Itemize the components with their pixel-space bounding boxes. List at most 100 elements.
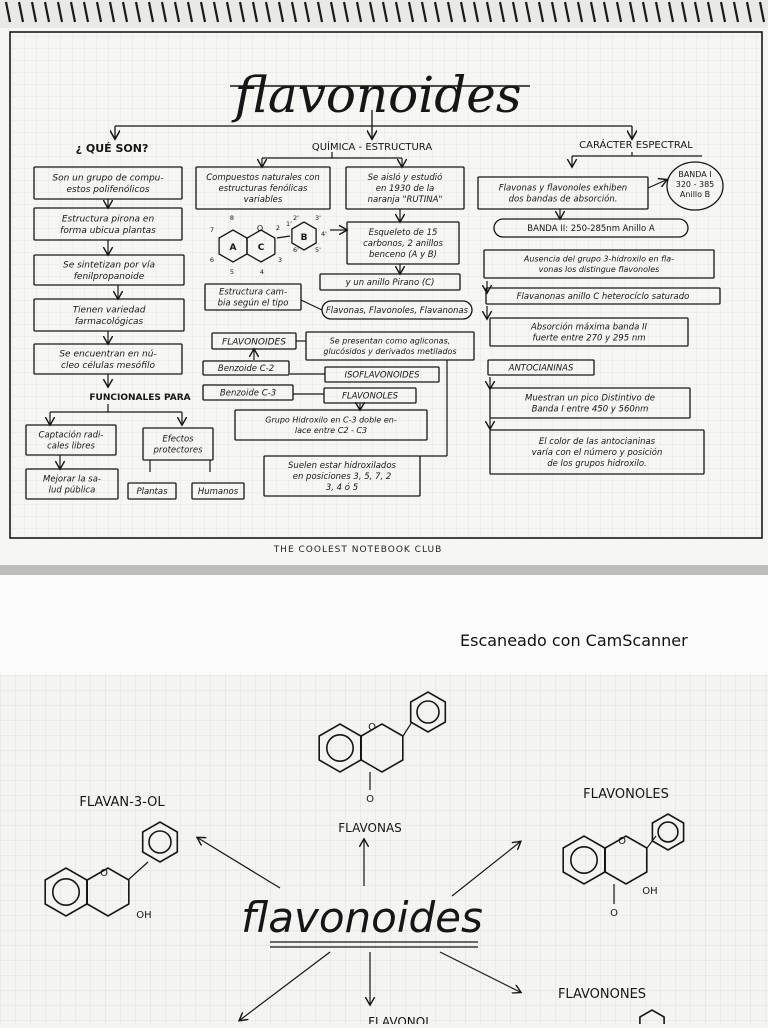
ring-aromatic (51, 877, 80, 906)
aislo-line: en 1930 de la (376, 184, 435, 194)
tree-connectors (115, 110, 632, 138)
spiral-coil (615, 1, 623, 23)
spiral-coil (563, 1, 571, 23)
flavanone-ring-partial (639, 1009, 665, 1028)
que-son-1-line: Son un grupo de compu- (52, 174, 163, 184)
atom-number: 4 (260, 268, 264, 276)
estructura-cambia-box (204, 283, 302, 311)
ring-outline (639, 1009, 665, 1028)
efectos-line: protectores (152, 446, 203, 456)
flavonoides-label-line: FLAVONOIDES (222, 337, 286, 347)
spiral-coil (329, 1, 337, 23)
plantas-line: Plantas (136, 487, 168, 497)
flavan-o: O (100, 868, 108, 879)
presentan-box (305, 331, 475, 361)
estructura-cambia-line: Estructura cam- (219, 288, 287, 298)
scanner-gap (0, 575, 768, 675)
spiral-coil (160, 1, 168, 23)
mejorar-line: lud pública (49, 486, 96, 496)
spiral-coil (147, 1, 155, 23)
que-son-5-line: cleo células mesófilo (61, 360, 155, 371)
grupo-hidroxilo-line: lace entre C2 - C3 (295, 426, 367, 435)
ring-c: C (258, 243, 265, 253)
spiral-coil (745, 1, 753, 23)
spiral-binding (0, 0, 768, 28)
flavanonas-box (485, 287, 721, 305)
connector-arrow (647, 180, 666, 189)
flavan-ring-b (141, 821, 179, 863)
ring (291, 221, 317, 251)
que-son-4-line: Tienen variedad (73, 306, 146, 316)
flavan-oh: OH (136, 910, 151, 921)
atom-number: 5 (230, 268, 234, 276)
benzoide-c3-line: Benzoide C-3 (220, 389, 276, 399)
isoflavonoides-line: ISOFLAVONOIDES (345, 371, 421, 381)
flavonas-exhiben-box (477, 176, 649, 210)
ausencia-line: vonas los distingue flavonoles (539, 265, 660, 274)
label-flavanones: FLAVONONES (558, 987, 646, 1002)
ausencia-box (483, 249, 715, 279)
spiral-coil (17, 1, 25, 23)
flavone-ring-c (360, 723, 404, 773)
spiral-coil (238, 1, 246, 23)
page1-title: flavonoides (230, 66, 521, 124)
ring-outline (651, 813, 685, 851)
spiral-coil (602, 1, 610, 23)
absorcion-box (489, 317, 689, 347)
spiral-coil (394, 1, 402, 23)
spiral-coil (43, 1, 51, 23)
spiral-coil (199, 1, 207, 23)
spiral-coil (56, 1, 64, 23)
flavonol-ring-b (651, 813, 685, 851)
ring-outline (604, 835, 648, 885)
spiral-coil (316, 1, 324, 23)
captacion-line: cales libres (47, 442, 95, 452)
spiral-coil (680, 1, 688, 23)
connector-arrow (439, 951, 520, 992)
flavonoles-box (323, 387, 417, 404)
connector-line (300, 299, 323, 311)
banda2: BANDA II: 250-285nm Anillo A (527, 224, 655, 234)
ring-outline (360, 723, 404, 773)
humanos-box (191, 482, 245, 500)
col3-header: CARÁCTER ESPECTRAL (579, 138, 693, 151)
suelen-line: Suelen estar hidroxilados (288, 461, 396, 471)
que-son-4-line: farmacológicas (75, 316, 144, 327)
benzoide-c2-line: Benzoide C-2 (218, 364, 274, 374)
presentan-line: Se presentan como agliconas, (330, 337, 451, 346)
anillo-pirano-line: y un anillo Pirano (C) (345, 278, 435, 288)
muestran-line: Banda I entre 450 y 560nm (532, 405, 649, 415)
label-flavan-3-ol: FLAVAN-3-OL (79, 795, 165, 810)
spiral-coil (485, 1, 493, 23)
spiral-coil (654, 1, 662, 23)
atom-number: 2 (276, 224, 280, 232)
spiral-coil (186, 1, 194, 23)
spiral-coil (69, 1, 77, 23)
benzoide-c2-box (202, 360, 290, 376)
captacion-box (25, 424, 117, 456)
spiral-coil (407, 1, 415, 23)
ring-outline (409, 691, 447, 733)
color-line: El color de las antocianinas (539, 437, 656, 447)
atom-number: 2' (293, 214, 299, 222)
flavonol-o: O (618, 836, 626, 847)
spiral-coil (82, 1, 90, 23)
flavone-carbonyl: O (366, 794, 374, 805)
muestran-box (489, 387, 691, 419)
atom-number: 3 (278, 256, 282, 264)
que-son-3-line: Se sintetizan por vía (63, 261, 155, 271)
banda1: BANDA I (678, 170, 711, 179)
absorcion-line: fuerte entre 270 y 295 nm (533, 334, 646, 344)
spiral-coil (589, 1, 597, 23)
ring-aromatic (569, 845, 598, 874)
color-line: de los grupos hidroxilo. (547, 459, 647, 469)
efectos-box (142, 427, 214, 461)
funcionales-para: FUNCIONALES PARA (89, 393, 190, 403)
spiral-coil (459, 1, 467, 23)
que-son-4-box (33, 298, 185, 332)
ring-aromatic (416, 700, 440, 724)
connector-line (646, 835, 657, 849)
col1-boxes: Son un grupo de compu-estos polifenólico… (25, 166, 245, 500)
